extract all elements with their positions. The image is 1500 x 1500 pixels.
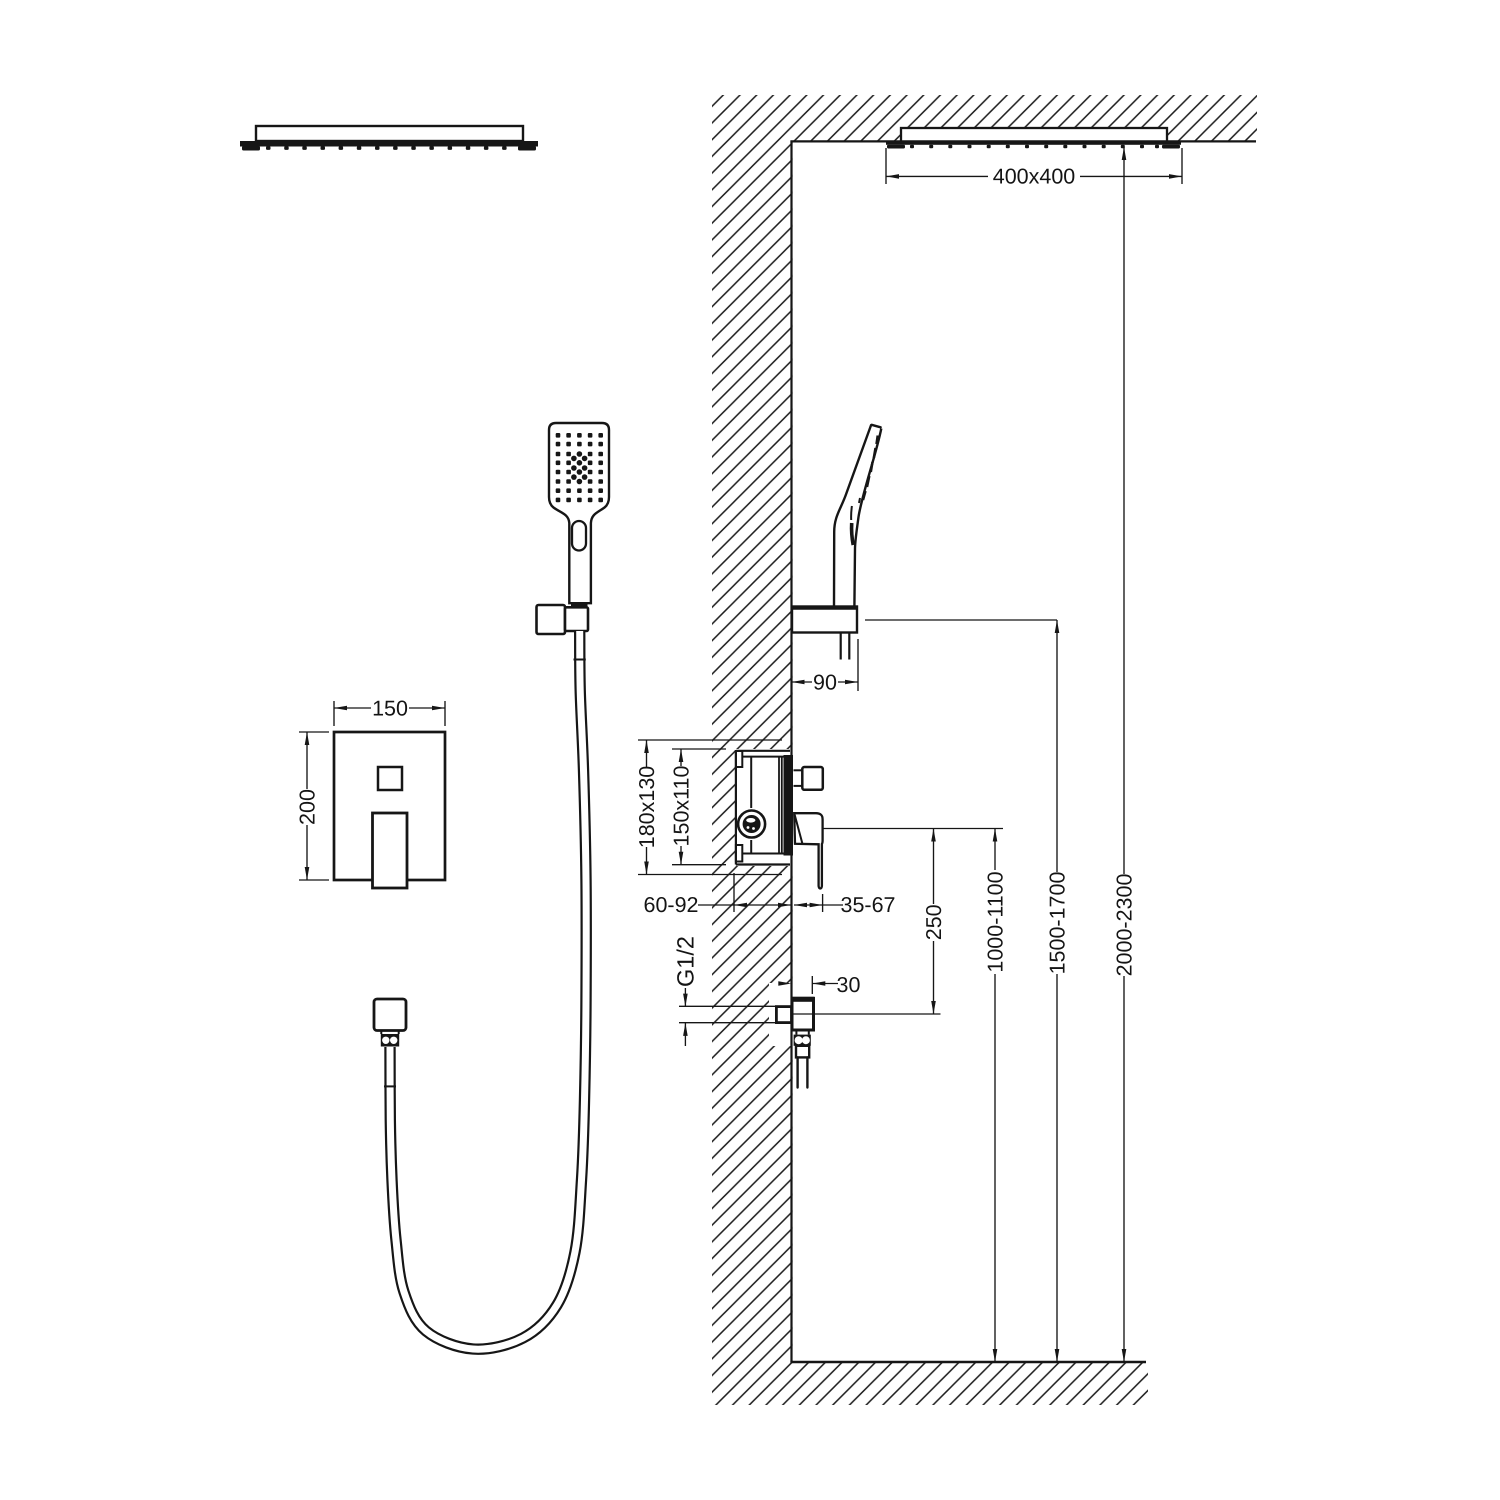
svg-text:G1/2: G1/2 xyxy=(673,936,699,987)
svg-text:180x130: 180x130 xyxy=(635,766,659,849)
svg-text:1500-1700: 1500-1700 xyxy=(1045,872,1069,975)
svg-text:30: 30 xyxy=(837,973,861,997)
svg-text:60-92: 60-92 xyxy=(644,893,699,917)
svg-text:200: 200 xyxy=(295,789,319,825)
svg-text:90: 90 xyxy=(813,670,837,694)
svg-text:150x110: 150x110 xyxy=(669,766,693,847)
svg-text:150: 150 xyxy=(372,696,408,720)
svg-text:1000-1100: 1000-1100 xyxy=(983,871,1007,972)
svg-text:2000-2300: 2000-2300 xyxy=(1112,874,1136,977)
svg-text:250: 250 xyxy=(922,904,946,940)
svg-text:400x400: 400x400 xyxy=(993,165,1076,189)
svg-text:35-67: 35-67 xyxy=(841,893,896,917)
